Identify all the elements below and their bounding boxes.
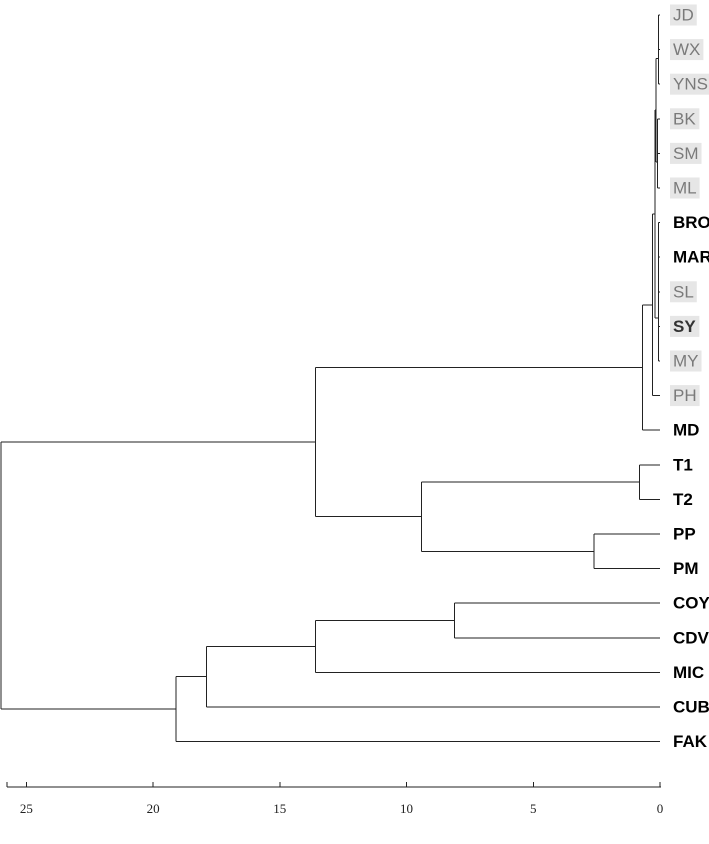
leaf-label-ph: PH (673, 386, 697, 405)
leaf-highlight-sy (670, 315, 700, 337)
leaf-label-t2: T2 (673, 490, 693, 509)
leaf-label-md: MD (673, 421, 699, 440)
leaf-label-yns: YNS (673, 75, 708, 94)
leaf-highlight-my (670, 350, 702, 372)
axis-tick-label-0: 0 (657, 801, 664, 816)
leaf-label-sy: SY (673, 317, 696, 336)
axis-tick-label-10: 10 (400, 801, 413, 816)
distance-axis: 25 20 15 10 5 0 (6, 782, 664, 816)
leaf-label-cub: CUB (673, 697, 709, 716)
leaf-label-t1: T1 (673, 455, 693, 474)
leaf-highlight-yns (670, 73, 709, 95)
leaf-highlight-wx (670, 39, 704, 61)
axis-tick-label-15: 15 (273, 801, 286, 816)
leaf-highlight-jd (670, 4, 697, 26)
leaf-label-pm: PM (673, 559, 699, 578)
leaf-label-bk: BK (673, 109, 696, 128)
leaf-highlight-sl (670, 281, 697, 303)
leaf-highlight-sm (670, 142, 702, 164)
leaf-label-coy: COY (673, 594, 709, 613)
leaf-highlight-ph (670, 385, 700, 407)
axis-tick-label-20: 20 (147, 801, 160, 816)
leaf-label-mic: MIC (673, 663, 704, 682)
leaf-highlight-ml (670, 177, 700, 199)
leaf-label-pp: PP (673, 524, 696, 543)
leaf-label-wx: WX (673, 40, 700, 59)
branches-layer (0, 14, 660, 743)
leaf-label-sl: SL (673, 282, 694, 301)
leaf-label-my: MY (673, 351, 699, 370)
leaf-label-jd: JD (673, 5, 694, 24)
axis-tick-label-5: 5 (530, 801, 537, 816)
leaf-label-mar: MAR (673, 248, 709, 267)
leaf-label-fak: FAK (673, 732, 708, 751)
leaf-highlight-bk (670, 108, 700, 130)
leaf-label-bro: BRO (673, 213, 709, 232)
leaf-label-cdv: CDV (673, 628, 709, 647)
leaf-label-ml: ML (673, 178, 697, 197)
axis-tick-label-25: 25 (20, 801, 33, 816)
leaf-label-sm: SM (673, 144, 699, 163)
